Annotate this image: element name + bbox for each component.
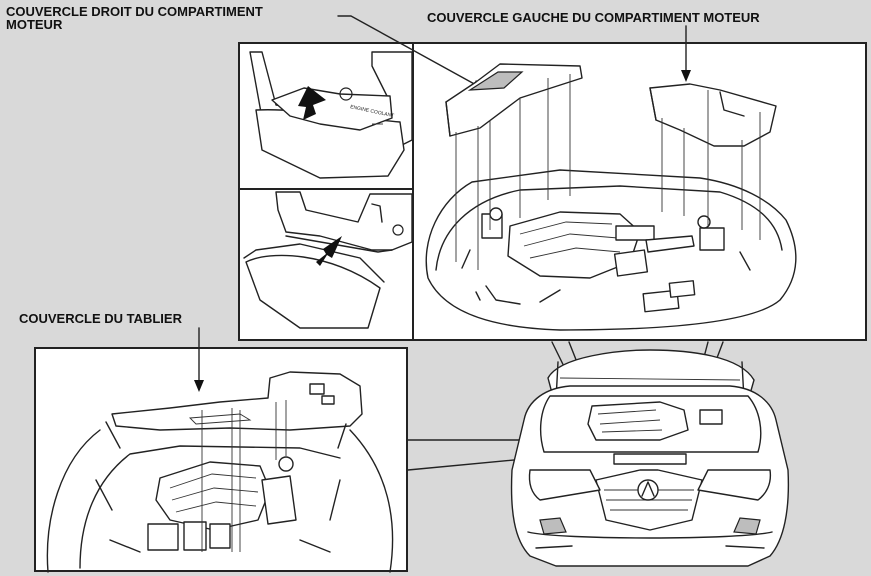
car-front-view bbox=[510, 349, 790, 567]
panel-dividers bbox=[239, 43, 414, 340]
cowl-cover-view bbox=[46, 371, 394, 573]
label-cowl-cover: COUVERCLE DU TABLIER bbox=[19, 311, 182, 326]
label-right-engine-cover-line2: MOTEUR bbox=[6, 17, 63, 32]
inset-cover-removal-top: ENGINE COOLANT bbox=[249, 51, 413, 179]
label-right-engine-cover-line1: COUVERCLE DROIT DU COMPARTIMENT bbox=[6, 4, 263, 19]
inset-cover-removal-bottom bbox=[243, 191, 413, 329]
label-left-engine-cover: COUVERCLE GAUCHE DU COMPARTIMENT MOTEUR bbox=[427, 10, 760, 25]
engine-bay-top-view bbox=[425, 63, 797, 331]
engine-covers-panel bbox=[238, 42, 867, 341]
label-right-engine-cover: COUVERCLE DROIT DU COMPARTIMENT MOTEUR bbox=[6, 5, 263, 31]
